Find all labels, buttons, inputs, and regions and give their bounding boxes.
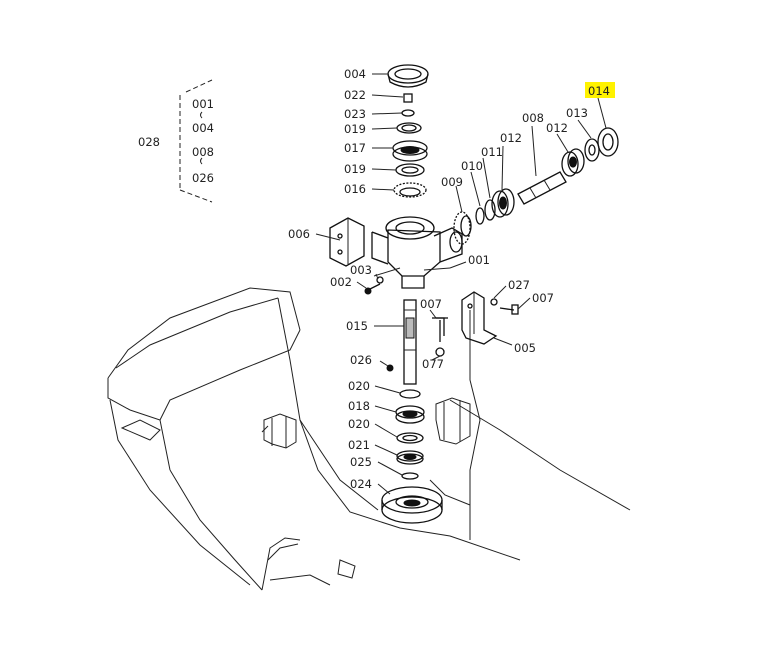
label-011: 011 — [481, 145, 503, 159]
label-018: 018 — [348, 399, 370, 413]
label-013: 013 — [566, 106, 588, 120]
label-019-upper: 019 — [344, 122, 366, 136]
label-010: 010 — [461, 159, 483, 173]
deck-bracket-right — [435, 397, 471, 445]
label-021: 021 — [348, 438, 370, 452]
label-015: 015 — [346, 319, 368, 333]
highlight-014 — [585, 82, 615, 98]
label-016: 016 — [344, 182, 366, 196]
label-group-026: 026 — [192, 171, 214, 185]
label-014: 014 — [588, 84, 610, 98]
leader-lines — [315, 73, 607, 495]
label-077: 077 — [422, 357, 444, 371]
label-026: 026 — [350, 353, 372, 367]
mower-deck-outline — [107, 287, 631, 591]
spindle-assembly — [371, 64, 463, 524]
label-007-right: 007 — [532, 291, 554, 305]
bracket-005 — [461, 291, 498, 345]
label-group-008: 008 — [192, 145, 214, 159]
label-019-lower: 019 — [344, 162, 366, 176]
label-008: 008 — [522, 111, 544, 125]
group-bracket — [179, 79, 213, 203]
label-012-left: 012 — [500, 131, 522, 145]
bolts-002-003 — [364, 276, 384, 295]
screw-026 — [386, 364, 394, 372]
label-024: 024 — [350, 477, 372, 491]
label-003: 003 — [350, 263, 372, 277]
label-020-upper: 020 — [348, 379, 370, 393]
input-shaft-assembly — [453, 127, 619, 245]
label-006: 006 — [288, 227, 310, 241]
label-001: 001 — [468, 253, 490, 267]
label-023: 023 — [344, 107, 366, 121]
bolts-027-007 — [490, 298, 519, 315]
label-group-028: 028 — [138, 135, 160, 149]
label-group-001: 001 — [192, 97, 214, 111]
deck-bracket-left — [261, 413, 297, 449]
label-009: 009 — [441, 175, 463, 189]
label-012-right: 012 — [546, 121, 568, 135]
bracket-006 — [329, 217, 365, 267]
label-007-center: 007 — [420, 297, 442, 311]
bolt-007-077 — [432, 317, 448, 357]
label-025: 025 — [350, 455, 372, 469]
label-027: 027 — [508, 278, 530, 292]
label-022: 022 — [344, 88, 366, 102]
label-020-lower: 020 — [348, 417, 370, 431]
label-002: 002 — [330, 275, 352, 289]
label-group-004: 004 — [192, 121, 214, 135]
label-004: 004 — [344, 67, 366, 81]
part-labels: 028 001 004 008 026 004 022 023 019 017 … — [138, 67, 610, 491]
label-017: 017 — [344, 141, 366, 155]
label-005: 005 — [514, 341, 536, 355]
